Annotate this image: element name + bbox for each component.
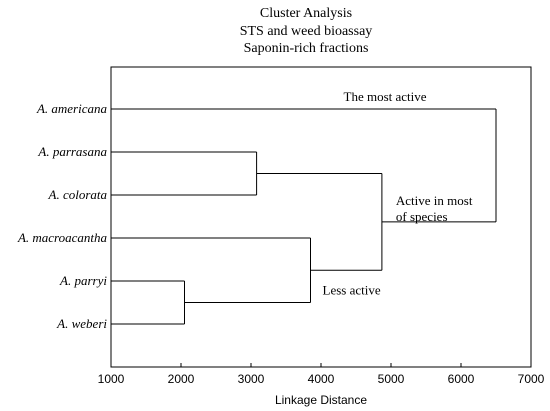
x-tick-label: 5000: [378, 372, 405, 386]
cluster-annotation: Less active: [323, 282, 381, 297]
x-tick-label: 6000: [448, 372, 475, 386]
leaf-label: A. parrasana: [37, 144, 107, 159]
leaf-label: A. macroacantha: [17, 230, 108, 245]
x-tick-label: 1000: [98, 372, 125, 386]
leaf-label: A. colorata: [48, 187, 108, 202]
cluster-annotation: The most active: [344, 89, 427, 104]
x-axis-ticks: 1000 2000 3000 4000 5000 6000 7000: [98, 363, 545, 386]
leaf-label: A. weberi: [56, 316, 107, 331]
dendrogram-lines: [111, 108, 497, 325]
cluster-annotation: of species: [396, 209, 448, 224]
x-tick-label: 7000: [518, 372, 545, 386]
leaf-labels: A. americana A. parrasana A. colorata A. ma…: [17, 101, 108, 331]
x-tick-label: 2000: [168, 372, 195, 386]
chart-title-line-3: Saponin-rich fractions: [244, 41, 369, 56]
chart-title-line-1: Cluster Analysis: [260, 6, 352, 21]
plot-frame: [110, 66, 532, 368]
leaf-label: A. parryi: [59, 273, 107, 288]
leaf-label: A. americana: [36, 101, 108, 116]
x-tick-label: 4000: [308, 372, 335, 386]
x-tick-label: 3000: [238, 372, 265, 386]
cluster-annotation: Active in most: [396, 193, 473, 208]
chart-title-line-2: STS and weed bioassay: [240, 24, 373, 39]
x-axis-label: Linkage Distance: [275, 393, 367, 407]
